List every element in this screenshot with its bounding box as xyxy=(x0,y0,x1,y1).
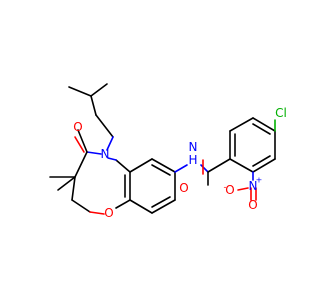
bond xyxy=(115,159,131,173)
bond xyxy=(252,123,271,135)
atom-cl: Cl xyxy=(275,106,287,120)
bond xyxy=(229,158,254,173)
bond xyxy=(237,187,249,191)
bond xyxy=(129,158,153,173)
atom-h-amide: H xyxy=(188,153,197,167)
atom-label-layer: O N O N H O Cl N + O - O xyxy=(73,106,287,220)
bond xyxy=(86,151,102,155)
bond xyxy=(252,117,276,132)
bond-layer xyxy=(49,83,276,215)
bond xyxy=(229,117,254,132)
bond xyxy=(151,199,176,214)
molecule-structure: O N O N H O Cl N + O - O xyxy=(49,83,287,220)
bond xyxy=(95,114,114,138)
atom-n-nitro: N xyxy=(249,179,258,193)
atom-n-nitro-charge: + xyxy=(256,176,263,185)
atom-o-nitro-double: O xyxy=(248,198,257,212)
bond xyxy=(115,199,131,209)
atom-n-ring: N xyxy=(101,147,110,161)
bond xyxy=(252,158,276,173)
bond xyxy=(107,157,117,161)
bond xyxy=(106,136,114,151)
bond xyxy=(90,83,108,97)
bond xyxy=(77,129,88,153)
bond xyxy=(200,164,209,173)
bond xyxy=(151,158,176,173)
atom-o-ring: O xyxy=(104,206,113,220)
bond xyxy=(151,196,171,208)
bond xyxy=(89,211,105,215)
bond xyxy=(90,95,97,116)
bond xyxy=(68,86,92,97)
atom-o-nitro-minus-charge: - xyxy=(224,183,227,192)
bond xyxy=(252,155,271,167)
bond xyxy=(129,199,153,214)
bond xyxy=(71,176,76,201)
bond xyxy=(74,151,88,178)
bond xyxy=(71,199,91,213)
bond xyxy=(57,176,76,191)
bond xyxy=(74,136,85,153)
bond xyxy=(207,158,231,173)
bond xyxy=(151,164,171,176)
bond xyxy=(174,164,188,173)
atom-o-nitro-minus: O xyxy=(225,183,234,197)
atom-o-ketone: O xyxy=(73,120,82,134)
atom-o-amide: O xyxy=(179,181,188,195)
atom-n-amide: N xyxy=(189,140,198,154)
